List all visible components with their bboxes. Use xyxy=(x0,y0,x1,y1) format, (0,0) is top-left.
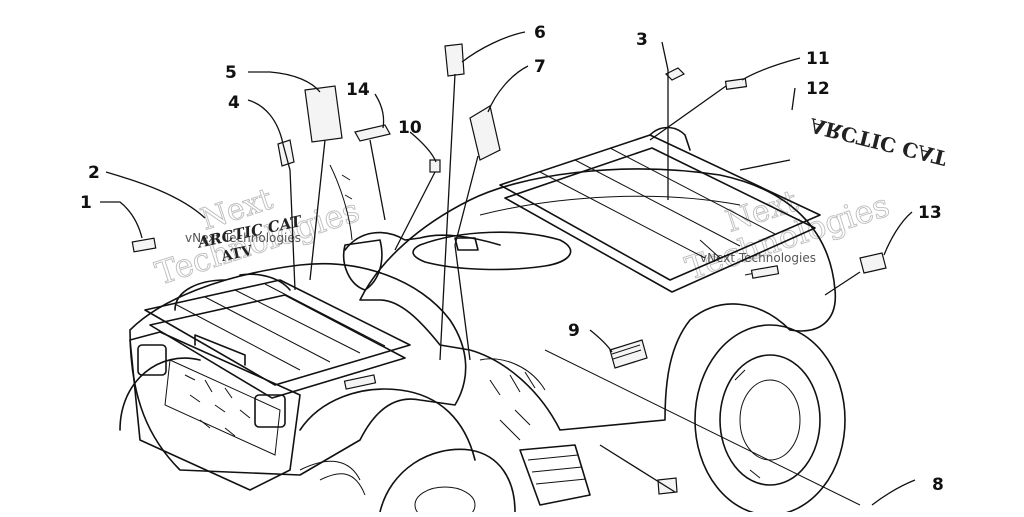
decal-10 xyxy=(429,159,441,173)
rear-brand-text: ARCTIC CAT xyxy=(806,113,949,171)
callout-8: 8 xyxy=(932,475,944,495)
callout-7: 7 xyxy=(534,57,546,77)
decals: ARCTIC CAT ATV ARCTIC CAT xyxy=(131,43,950,495)
callout-5: 5 xyxy=(225,63,237,83)
callout-13: 13 xyxy=(918,203,942,223)
left-headlight xyxy=(137,344,167,376)
callout-2: 2 xyxy=(88,163,100,183)
rear-rack xyxy=(499,126,821,293)
callout-numbers: 1 2 3 4 5 6 7 8 9 10 11 12 13 14 xyxy=(80,23,944,495)
callout-6: 6 xyxy=(534,23,546,43)
decal-3 xyxy=(664,67,686,81)
callout-3: 3 xyxy=(636,30,648,50)
callout-14: 14 xyxy=(346,80,370,100)
decal-7 xyxy=(469,105,501,161)
decal-13 xyxy=(859,252,887,274)
decal-1 xyxy=(131,237,157,253)
front-rack xyxy=(144,273,411,399)
watermark-small-left: vNext Technologies xyxy=(185,231,301,245)
right-headlight xyxy=(254,394,286,428)
front-brand-sub-text: ATV xyxy=(219,243,255,266)
callout-12: 12 xyxy=(806,79,830,99)
callout-4: 4 xyxy=(228,93,240,113)
decal-6 xyxy=(444,43,465,77)
callout-9: 9 xyxy=(568,321,580,341)
decal-5 xyxy=(304,85,343,143)
leader-lines xyxy=(100,31,916,506)
atv-body xyxy=(119,164,861,517)
decal-12-brand: ARCTIC CAT xyxy=(806,113,949,171)
callout-11: 11 xyxy=(806,49,830,69)
front-bumper xyxy=(129,331,301,491)
decal-14 xyxy=(354,124,391,142)
callout-1: 1 xyxy=(80,193,92,213)
callout-10: 10 xyxy=(398,118,422,138)
decal-11 xyxy=(724,77,748,91)
